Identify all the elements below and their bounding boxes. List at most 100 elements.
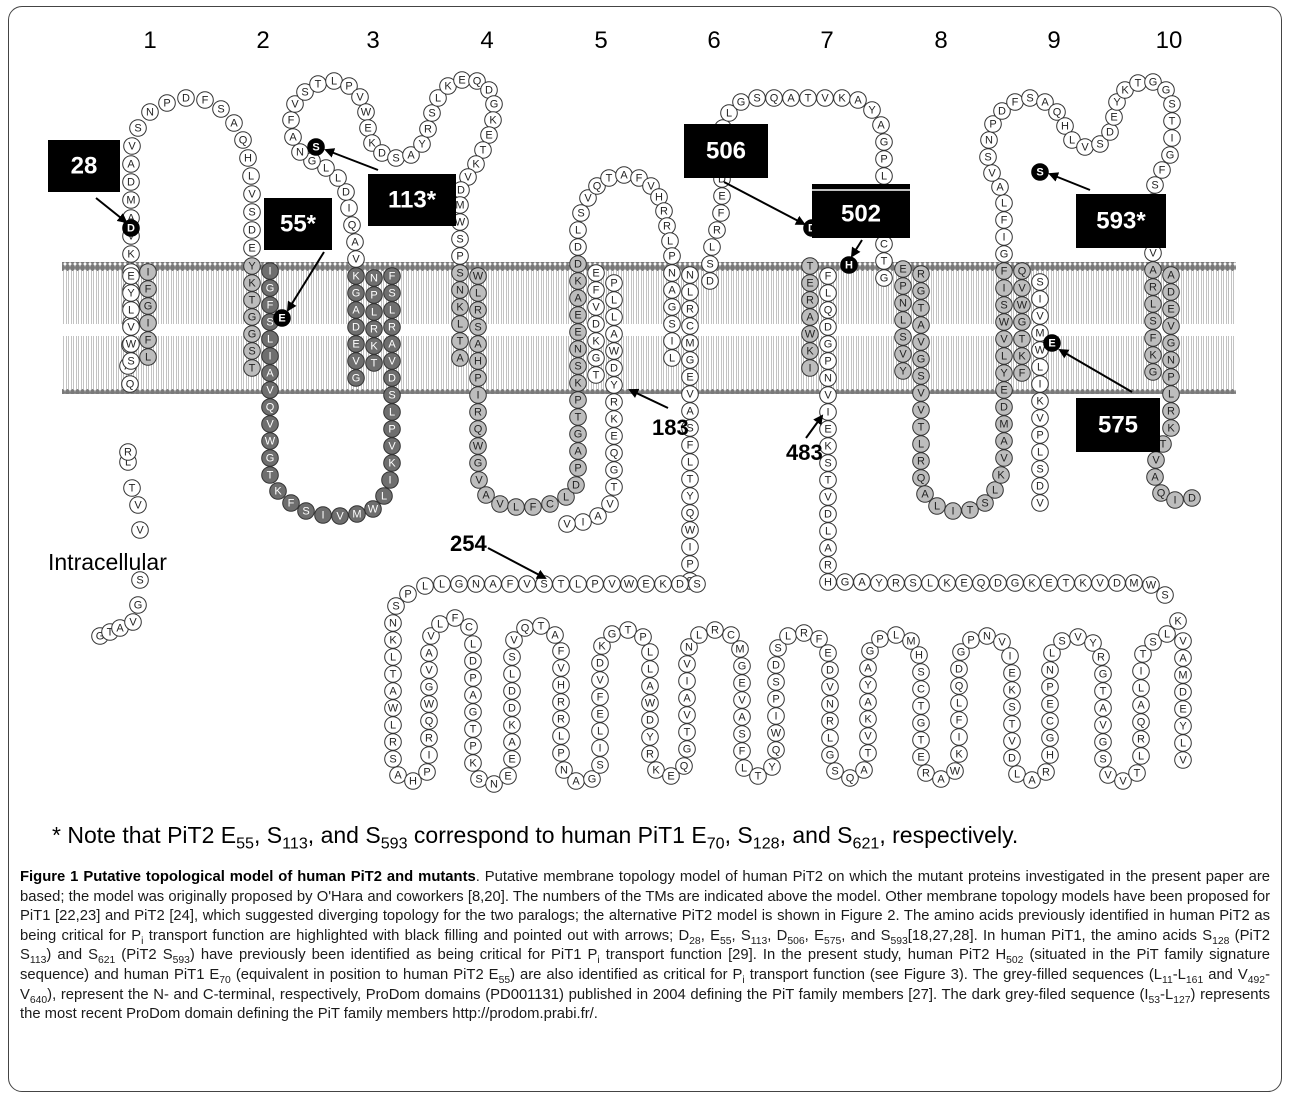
residue-hair1-9: R xyxy=(384,733,402,751)
svg-text:S: S xyxy=(917,371,924,383)
residue-ext5-14: N xyxy=(663,264,681,282)
svg-text:E: E xyxy=(1000,385,1007,397)
residue-cyt2-0: S xyxy=(297,502,315,520)
residue-tm8b-28: W xyxy=(995,313,1013,331)
svg-text:R: R xyxy=(388,322,396,334)
svg-text:R: R xyxy=(1137,734,1145,746)
residue-hair1-58: I xyxy=(591,739,609,757)
svg-text:E: E xyxy=(824,648,831,660)
residue-tm5b-8: K xyxy=(605,410,623,428)
residue-ext3-4: D xyxy=(337,183,355,201)
residue-hair1-144: G xyxy=(952,643,970,661)
residue-tm10b-1: D xyxy=(1162,283,1180,301)
svg-text:R: R xyxy=(826,716,834,728)
residue-hair1-159: G xyxy=(1041,729,1059,747)
residue-hair1-110: V xyxy=(821,678,839,696)
svg-text:A: A xyxy=(508,737,516,749)
residue-nterm2-4: V xyxy=(129,496,147,514)
residue-hair1-140: F xyxy=(950,711,968,729)
svg-text:E: E xyxy=(504,771,511,783)
svg-text:G: G xyxy=(917,718,926,730)
svg-text:V: V xyxy=(917,388,925,400)
residue-hair1-123: A xyxy=(859,659,877,677)
residue-tm5b-5: D xyxy=(605,359,623,377)
svg-text:D: D xyxy=(596,658,604,670)
svg-text:A: A xyxy=(1137,700,1145,712)
residue-tm9b-12: D xyxy=(1031,477,1049,495)
svg-text:M: M xyxy=(455,200,464,212)
svg-text:S: S xyxy=(312,142,319,154)
residue-cloop-6: V xyxy=(518,575,536,593)
svg-text:S: S xyxy=(1151,180,1158,192)
residue-hair1-134: E xyxy=(912,748,930,766)
svg-text:D: D xyxy=(127,223,135,235)
tm-number-10: 10 xyxy=(1156,27,1183,54)
svg-text:M: M xyxy=(999,419,1008,431)
svg-text:T: T xyxy=(918,701,925,713)
residue-ext3-13: T xyxy=(309,75,327,93)
svg-text:S: S xyxy=(753,93,760,105)
residue-hair1-143: D xyxy=(950,660,968,678)
svg-text:A: A xyxy=(787,93,795,105)
residue-ext7-14: A xyxy=(782,89,800,107)
svg-text:T: T xyxy=(457,336,464,348)
residue-tm8-3: L xyxy=(894,311,912,329)
residue-loop1-0: Q xyxy=(121,375,139,393)
svg-text:R: R xyxy=(800,628,808,640)
svg-text:H: H xyxy=(409,776,417,788)
residue-hair1-119: V xyxy=(859,727,877,745)
svg-text:S: S xyxy=(301,87,308,99)
svg-text:W: W xyxy=(473,271,484,283)
residue-ext7-17: K xyxy=(833,89,851,107)
svg-text:L: L xyxy=(992,485,998,497)
svg-text:V: V xyxy=(683,710,691,722)
residue-ext3-41: P xyxy=(451,247,469,265)
residue-cyt2-14: A xyxy=(383,335,401,353)
svg-text:P: P xyxy=(967,635,974,647)
svg-text:V: V xyxy=(1149,248,1157,260)
svg-text:Q: Q xyxy=(348,220,357,232)
residue-cloop-5: F xyxy=(501,575,519,593)
residue-ext1-10: H xyxy=(239,149,257,167)
svg-text:V: V xyxy=(917,405,925,417)
residue-hair1-6: A xyxy=(384,682,402,700)
tm-number-4: 4 xyxy=(480,27,493,54)
residue-tm6-0: N xyxy=(681,266,699,284)
svg-text:F: F xyxy=(816,634,823,646)
residue-hair1-168: R xyxy=(1092,648,1110,666)
residue-tm4-4: T xyxy=(451,332,469,350)
residue-hair1-63: D xyxy=(591,654,609,672)
residue-tm1-3: V xyxy=(122,318,140,336)
svg-text:K: K xyxy=(610,414,618,426)
svg-text:N: N xyxy=(560,765,568,777)
residue-cloopE-2: R xyxy=(887,574,905,592)
svg-text:P: P xyxy=(899,281,906,293)
svg-text:R: R xyxy=(1149,282,1157,294)
svg-text:L: L xyxy=(1150,299,1156,311)
svg-text:N: N xyxy=(490,779,498,791)
residue-tm4-3: L xyxy=(451,315,469,333)
svg-text:M: M xyxy=(685,338,694,350)
residue-ext5-10: R xyxy=(655,202,673,220)
svg-text:A: A xyxy=(266,368,274,380)
svg-text:E: E xyxy=(1179,704,1186,716)
residue-tm7-6: I xyxy=(801,359,819,377)
svg-text:T: T xyxy=(611,482,618,494)
svg-text:R: R xyxy=(1167,406,1175,418)
residue-cloopE-5: K xyxy=(938,574,956,592)
svg-text:C: C xyxy=(686,321,694,333)
residue-cyt2-11: S xyxy=(383,386,401,404)
residue-tm4-0: S xyxy=(451,264,469,282)
svg-text:R: R xyxy=(917,269,925,281)
residue-hair1-85: L xyxy=(690,626,708,644)
svg-text:V: V xyxy=(388,356,396,368)
residue-tm6-17: P xyxy=(681,555,699,573)
residue-hair1-151: S xyxy=(1003,698,1021,716)
residue-hair1-152: T xyxy=(1003,715,1021,733)
residue-tm3b-0: N xyxy=(365,269,383,287)
residue-hair1-87: C xyxy=(722,626,740,644)
svg-text:P: P xyxy=(1167,372,1174,384)
residue-hair1-106: R xyxy=(795,624,813,642)
svg-text:Y: Y xyxy=(686,491,694,503)
residue-tm3b-4: K xyxy=(365,337,383,355)
